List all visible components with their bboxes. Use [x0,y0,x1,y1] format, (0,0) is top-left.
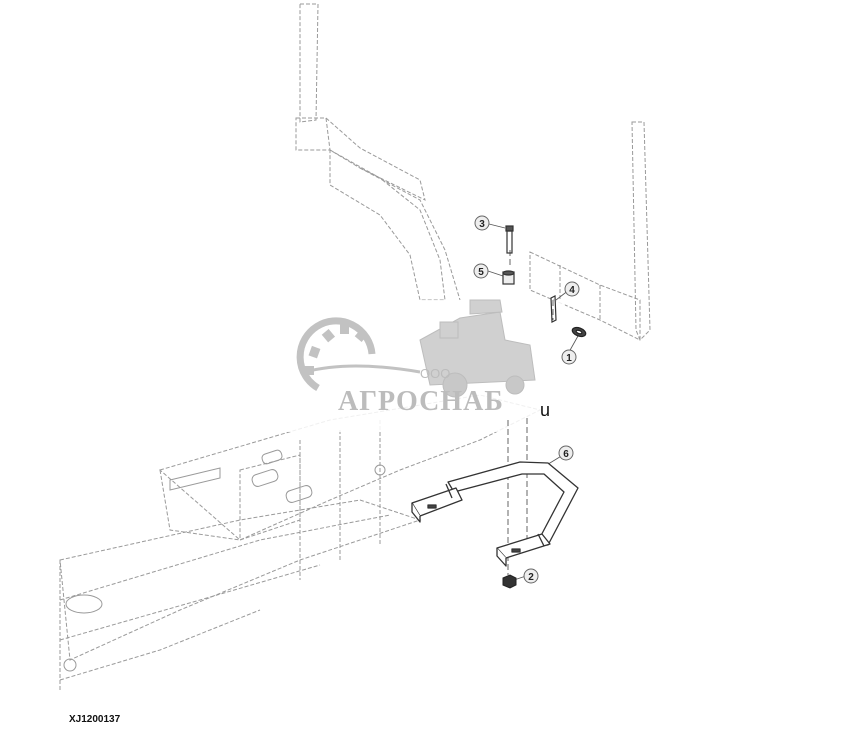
callout-5: 5 [473,263,489,279]
callout-6: 6 [558,445,574,461]
svg-text:5: 5 [478,267,484,278]
frame-details [63,449,386,672]
watermark-name: АГРОСНАБ [338,386,504,417]
phantom-frame [59,3,651,690]
svg-text:6: 6 [563,449,569,460]
bracket-part [411,461,579,567]
clip-part [571,326,587,338]
callout-3: 3 [474,215,490,231]
svg-text:3: 3 [479,219,485,230]
callout-1: 1 [561,349,577,365]
figure-id: XJ1200137 [69,714,121,725]
watermark: ООО АГРОСНАБ [275,299,565,432]
pin-part [550,295,557,323]
svg-text:4: 4 [569,285,575,296]
nut-part [502,574,517,589]
watermark-prefix: ООО [420,366,450,381]
stray-character: u [540,400,550,420]
spacer-part [502,270,515,285]
callout-4: 4 [564,281,580,297]
callout-2: 2 [523,568,539,584]
bolt-part [505,225,514,254]
svg-text:1: 1 [566,353,572,364]
svg-text:2: 2 [528,572,534,583]
harvester-icon [419,299,536,398]
